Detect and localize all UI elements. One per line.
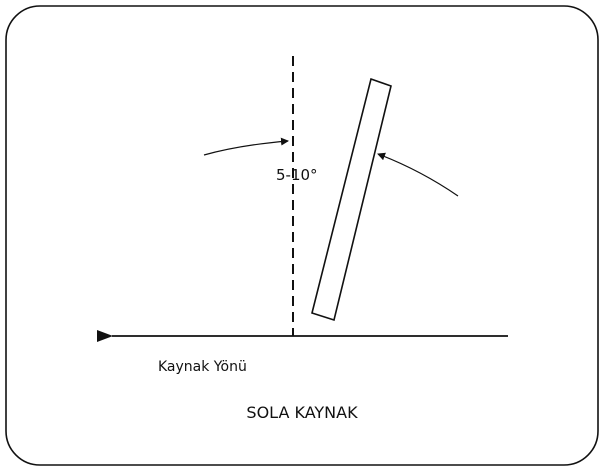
diagram-frame — [5, 5, 599, 466]
left-angle-arrow — [203, 137, 289, 156]
right-angle-arrow — [377, 152, 459, 197]
electrode — [311, 77, 392, 322]
diagram-caption: SOLA KAYNAK — [246, 403, 358, 422]
angle-label: 5-10° — [276, 166, 318, 184]
direction-label: Kaynak Yönü — [158, 359, 247, 375]
